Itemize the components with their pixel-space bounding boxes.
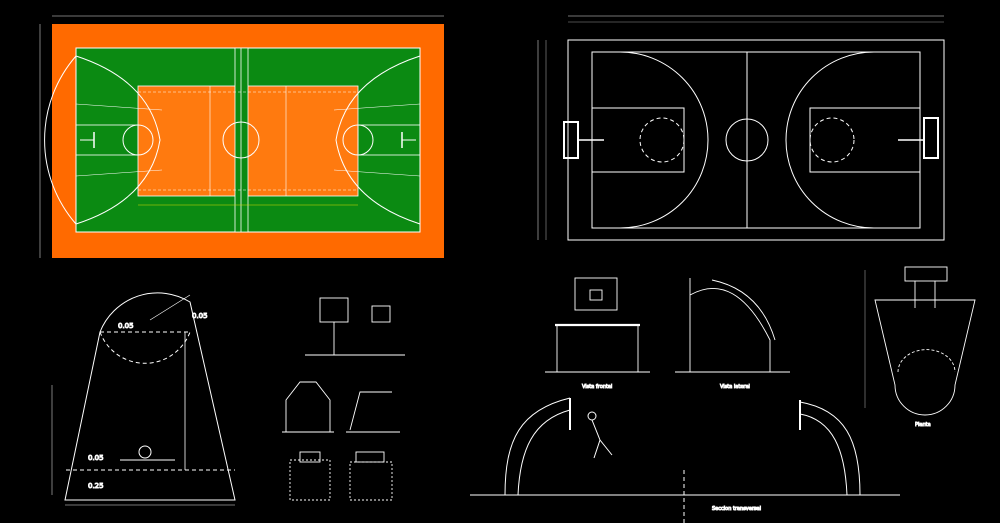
hoop-details bbox=[282, 297, 405, 501]
outline-key-left bbox=[591, 107, 685, 173]
sv-arm-right bbox=[799, 401, 861, 496]
key-plan-small: Planta bbox=[864, 266, 976, 428]
outline-court-lines bbox=[591, 51, 921, 229]
key-dim-label-d: 0.25 bbox=[88, 482, 104, 490]
key-ft-dash-arc bbox=[99, 331, 191, 364]
center-strip bbox=[234, 47, 249, 233]
detail-base-front bbox=[289, 459, 331, 501]
detail-frame-front bbox=[285, 381, 331, 433]
lane-line-right-top bbox=[333, 103, 421, 111]
bb-front-label: Vista frontal bbox=[582, 384, 612, 390]
colored-court-plan bbox=[39, 15, 444, 258]
outline-three-point-right bbox=[785, 51, 920, 229]
center-circle bbox=[222, 121, 260, 159]
free-throw-circle-left bbox=[122, 124, 154, 156]
key-trapezoid bbox=[64, 292, 236, 501]
sv-arm-left-inner bbox=[517, 409, 571, 496]
key-left bbox=[75, 124, 139, 156]
key-radius-leader bbox=[149, 294, 191, 321]
sv-label: Seccion transversal bbox=[712, 506, 761, 512]
section-view: Seccion transversal bbox=[470, 397, 900, 523]
outline-center-circle bbox=[725, 118, 769, 162]
sv-arm-right-inner bbox=[799, 413, 848, 496]
key-detail: 0.05 0.05 0.05 0.25 bbox=[51, 292, 236, 506]
three-point-arc-left bbox=[44, 55, 77, 225]
kp-backboard-top bbox=[904, 266, 948, 282]
kp-ft-arc bbox=[897, 349, 956, 373]
outline-backboard-left bbox=[563, 121, 579, 159]
bb-front-board bbox=[574, 277, 618, 311]
sv-arm-left bbox=[504, 397, 571, 496]
three-point-line-left bbox=[75, 55, 161, 225]
detail-hoop-front bbox=[299, 451, 321, 463]
lane-line-left-bottom bbox=[75, 169, 163, 177]
detail-base-side bbox=[349, 461, 393, 501]
key-hoop-ring bbox=[138, 445, 152, 459]
detail-backboard-front bbox=[371, 305, 391, 323]
sv-player-head bbox=[587, 411, 597, 421]
outline-backboard-right bbox=[923, 117, 939, 159]
sv-player-figure bbox=[591, 419, 613, 459]
bb-side-label: Vista lateral bbox=[720, 384, 750, 390]
detail-backboard-side bbox=[319, 297, 349, 323]
backboard-views: Vista frontal Vista lateral bbox=[545, 277, 790, 390]
court-plan-outline bbox=[537, 15, 945, 241]
key-dim-label-c: 0.05 bbox=[88, 454, 104, 462]
lane-line-left-top bbox=[75, 103, 163, 111]
key-right bbox=[357, 124, 421, 156]
kp-key-shape bbox=[874, 299, 976, 416]
outline-three-point-left bbox=[592, 51, 709, 229]
three-point-line-right bbox=[335, 55, 421, 225]
free-throw-circle-right bbox=[342, 124, 374, 156]
bb-side-frame bbox=[689, 278, 771, 372]
detail-frame-side bbox=[349, 391, 392, 431]
outline-court-border bbox=[567, 39, 945, 241]
key-dim-label-b: 0.05 bbox=[192, 312, 208, 320]
outline-ft-circle-left bbox=[639, 117, 685, 163]
bb-front-square bbox=[589, 289, 603, 301]
lane-line-right-bottom bbox=[333, 169, 421, 177]
detail-hoop-side bbox=[355, 451, 385, 463]
kp-label: Planta bbox=[915, 422, 931, 428]
bb-side-arm bbox=[711, 279, 776, 341]
key-dim-label-a: 0.05 bbox=[118, 322, 134, 330]
outline-ft-circle-right bbox=[809, 117, 855, 163]
